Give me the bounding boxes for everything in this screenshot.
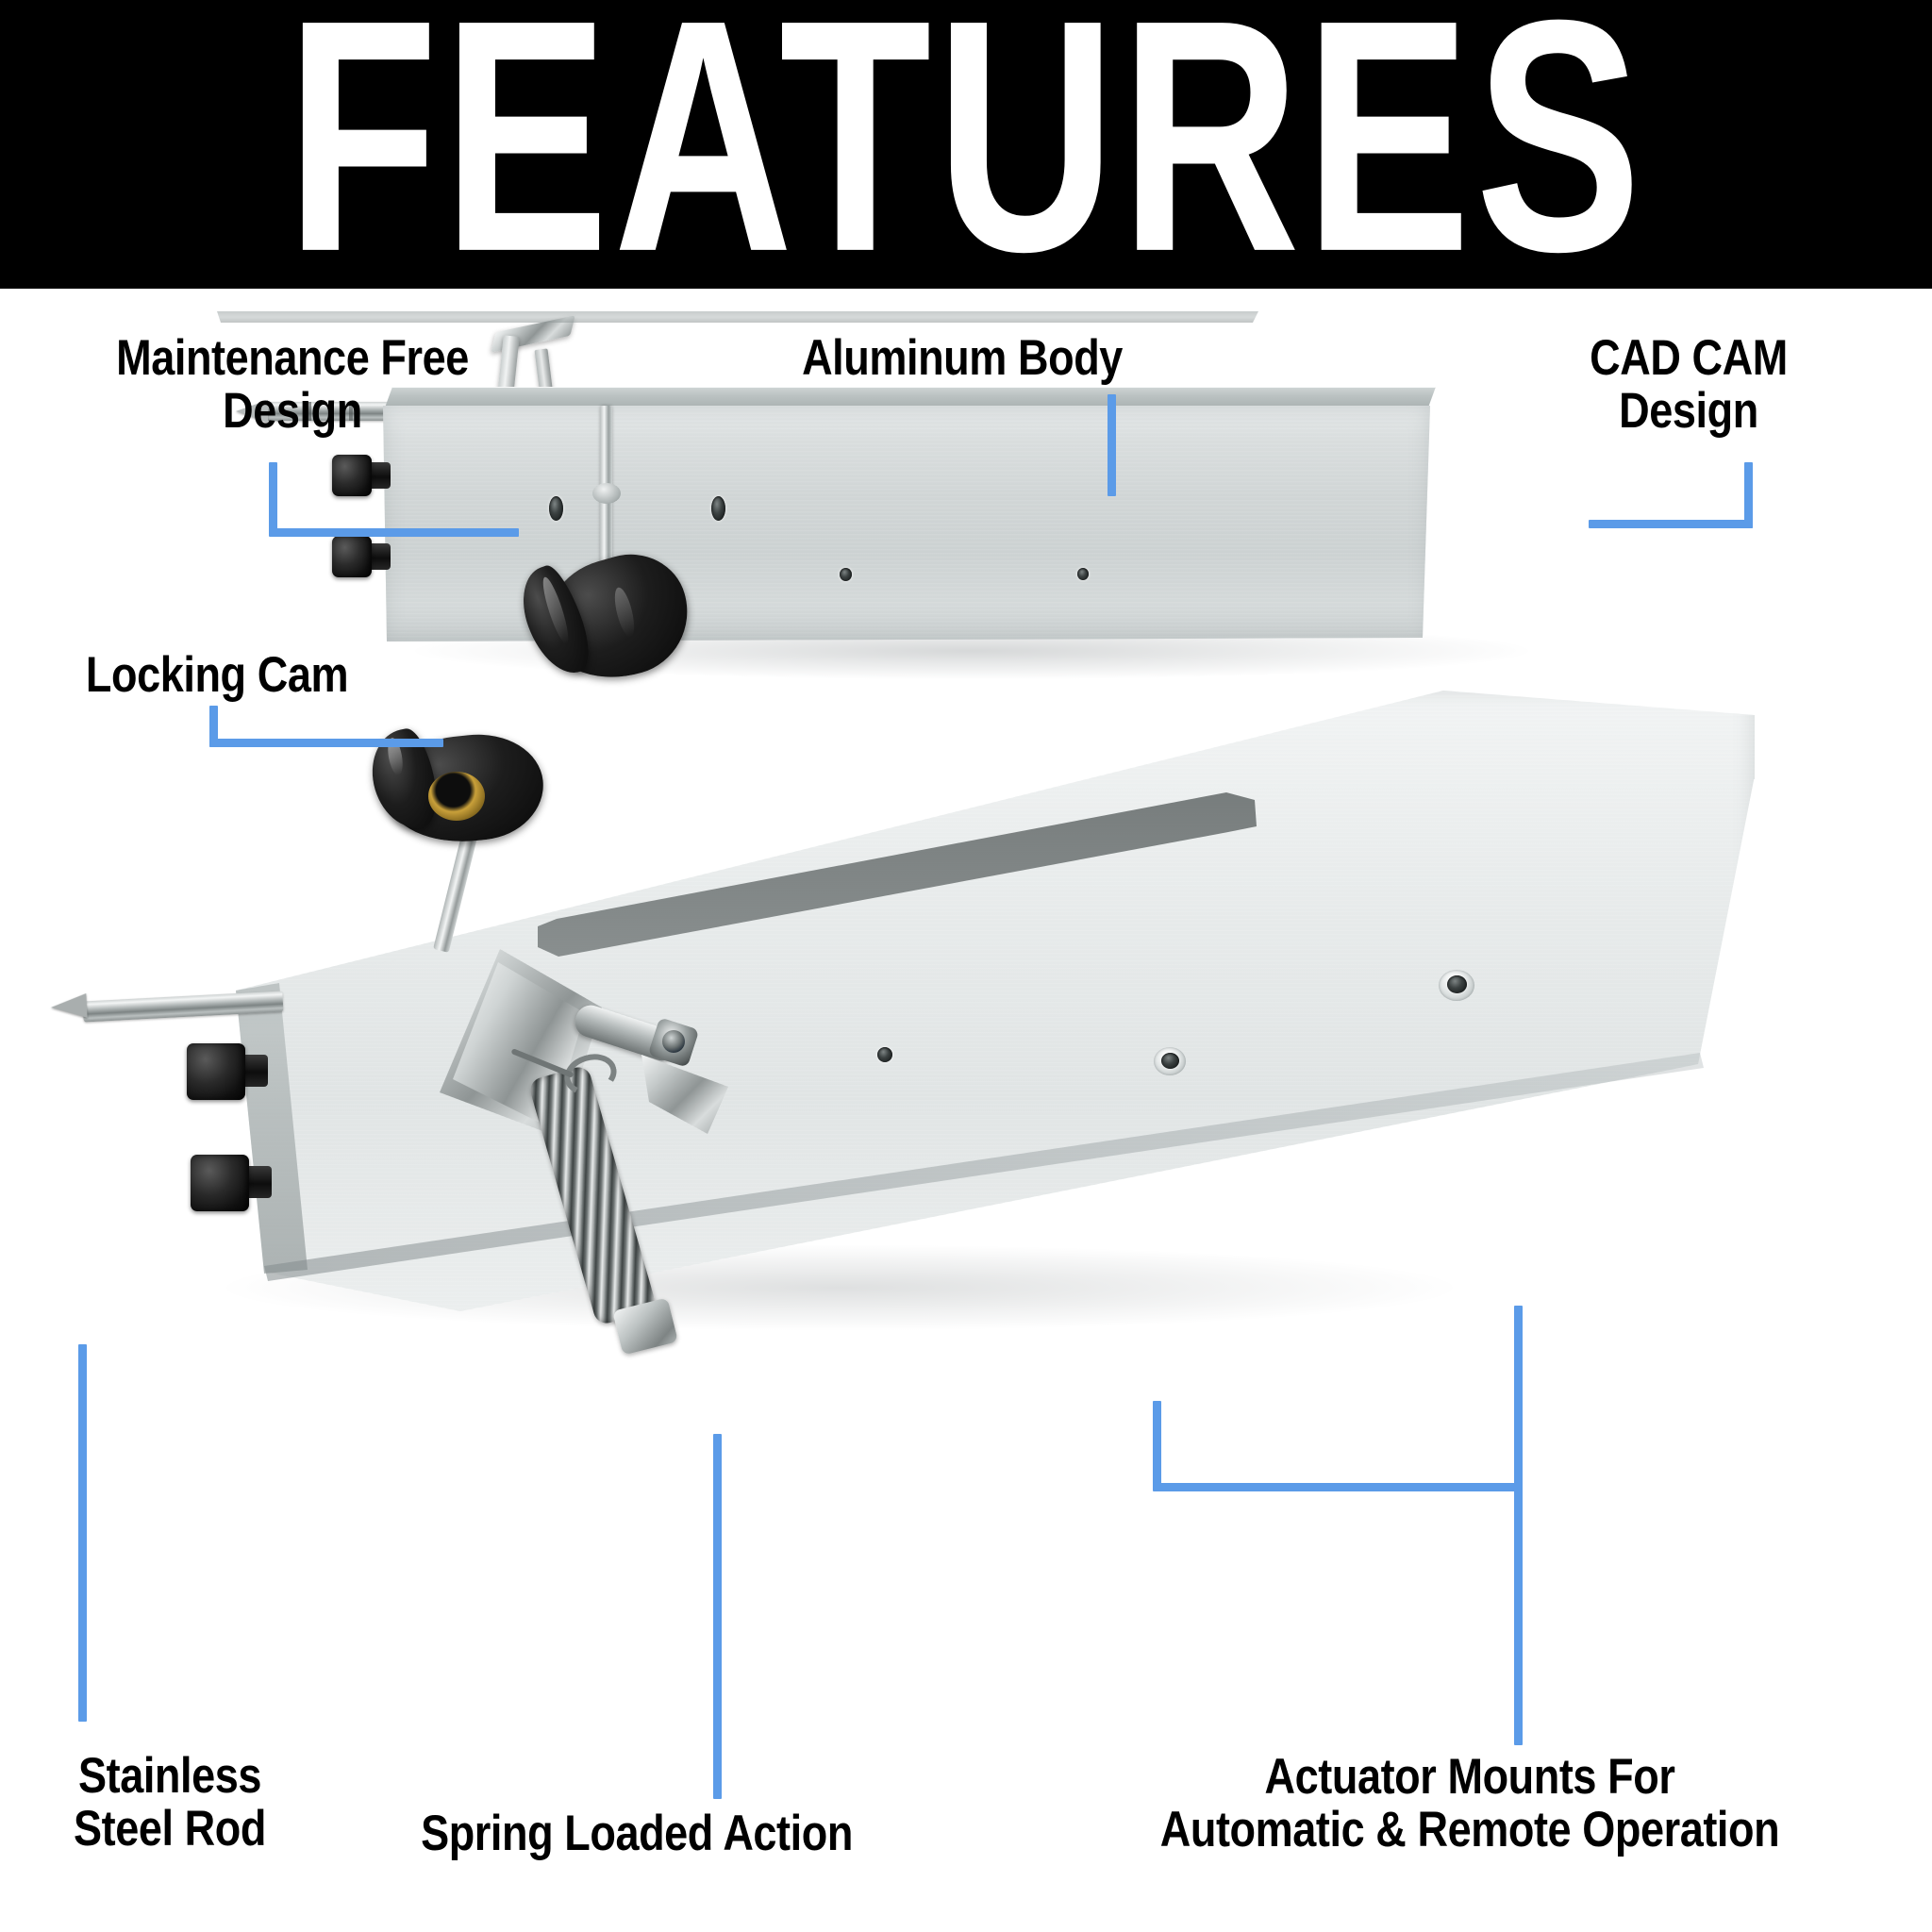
callout-label-stainless-steel-rod: Stainless Steel Rod xyxy=(74,1748,266,1857)
upper-mount-hole-1 xyxy=(549,496,563,521)
lower-product-photo xyxy=(38,679,1830,1453)
upper-rod-tip-icon xyxy=(236,400,268,423)
upper-inner-rod-collar xyxy=(592,483,621,504)
upper-rod-groove-1 xyxy=(308,402,311,421)
lower-locking-cam-screw-1 xyxy=(187,1043,245,1100)
lower-actuator-mount-hole-1 xyxy=(1161,1053,1179,1069)
upper-body-bottom-edge xyxy=(217,311,1258,323)
callout-label-aluminum-body: Aluminum Body xyxy=(802,330,1123,386)
upper-rod-groove-2 xyxy=(349,402,353,421)
callout-label-actuator-mounts: Actuator Mounts For Automatic & Remote O… xyxy=(1159,1749,1780,1858)
upper-locking-cam-screw-2 xyxy=(332,536,372,577)
lower-locking-cam-screw-2 xyxy=(191,1155,249,1211)
page-title: FEATURES xyxy=(286,0,1646,321)
callout-label-spring-loaded-action: Spring Loaded Action xyxy=(421,1806,853,1861)
upper-mount-hole-4 xyxy=(1077,568,1089,580)
lower-cam-bolt-ring xyxy=(662,1030,685,1053)
lower-knob-washer xyxy=(428,772,485,821)
lower-actuator-mount-hole-2 xyxy=(1447,975,1467,993)
title-banner: FEATURES xyxy=(0,0,1932,321)
lower-small-hole-3 xyxy=(877,1047,892,1062)
upper-body-top-bevel xyxy=(385,387,1436,408)
callout-label-maintenance-free-design: Maintenance Free Design xyxy=(116,330,469,440)
upper-product-photo xyxy=(217,311,1745,717)
lower-aluminum-body-group xyxy=(226,689,1755,1368)
upper-mount-hole-2 xyxy=(711,496,725,521)
upper-locking-cam-screw-1 xyxy=(332,455,372,496)
lower-rod-tip-icon xyxy=(50,993,88,1020)
callout-label-cad-cam-design: CAD CAM Design xyxy=(1590,330,1788,440)
callout-label-locking-cam: Locking Cam xyxy=(85,647,349,703)
upper-mount-hole-3 xyxy=(840,568,852,581)
